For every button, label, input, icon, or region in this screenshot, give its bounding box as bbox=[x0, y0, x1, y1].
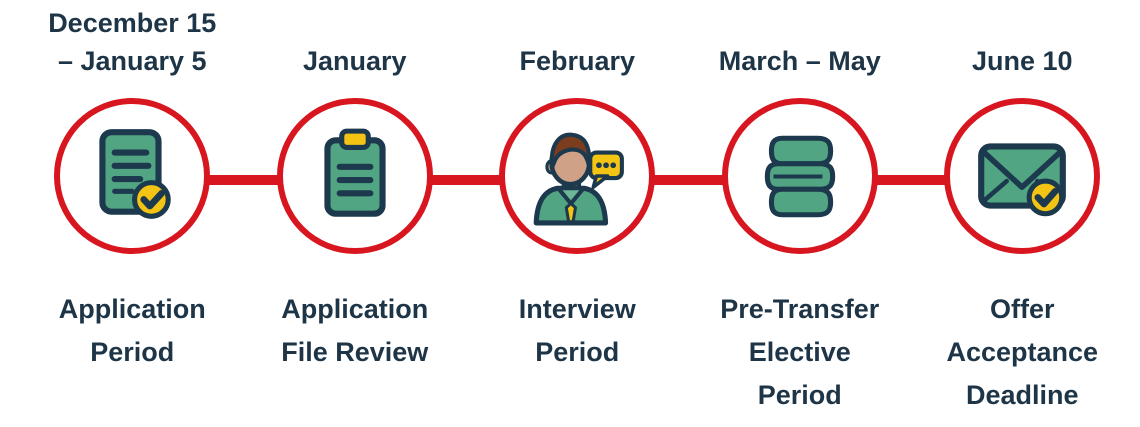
step-icon-circle bbox=[499, 98, 656, 254]
timeline-steps: December 15 – January 5 Application Peri… bbox=[21, 0, 1134, 417]
step-date-line: December 15 bbox=[48, 8, 217, 38]
step-date: January bbox=[303, 0, 407, 80]
step-date-line: – January 5 bbox=[57, 46, 207, 76]
timeline-step-offer-acceptance: June 10 Offer Acceptance Deadline bbox=[911, 0, 1134, 417]
step-icon-circle bbox=[54, 98, 211, 254]
step-label: Offer Acceptance Deadline bbox=[946, 294, 1099, 410]
step-label: Application File Review bbox=[281, 294, 429, 367]
step-date: December 15 – January 5 bbox=[48, 0, 216, 80]
step-date: February bbox=[519, 0, 635, 80]
step-date-line: February bbox=[519, 46, 636, 76]
step-date-line: January bbox=[302, 46, 407, 76]
interview-person-icon bbox=[533, 132, 625, 226]
step-label: Interview Period bbox=[518, 294, 636, 367]
timeline-step-pre-transfer-elective: March – May Pre-Transfer Elective Period bbox=[689, 0, 912, 417]
timeline-step-application-file-review: January Application File Review bbox=[244, 0, 467, 417]
step-label: Application Period bbox=[58, 294, 206, 367]
books-stack-icon bbox=[764, 135, 835, 218]
step-date: March – May bbox=[719, 0, 881, 80]
step-date: June 10 bbox=[972, 0, 1073, 80]
envelope-check-icon bbox=[978, 143, 1067, 217]
document-check-icon bbox=[99, 129, 172, 219]
step-date-line: March – May bbox=[718, 46, 881, 76]
step-icon-circle bbox=[721, 98, 878, 254]
step-label: Pre-Transfer Elective Period bbox=[720, 294, 880, 410]
timeline-step-application-period: December 15 – January 5 Application Peri… bbox=[21, 0, 244, 417]
timeline-step-interview-period: February bbox=[466, 0, 689, 417]
step-date-line: June 10 bbox=[971, 46, 1073, 76]
clipboard-icon bbox=[324, 128, 386, 217]
step-icon-circle bbox=[276, 98, 433, 254]
step-icon-circle bbox=[944, 98, 1101, 254]
